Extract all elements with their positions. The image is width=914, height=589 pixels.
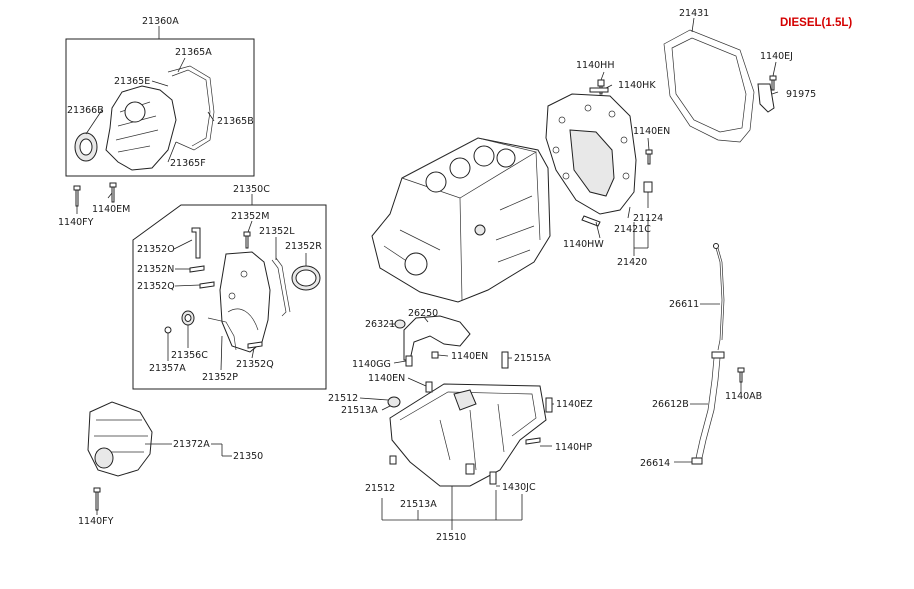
label-21515A[interactable]: 21515A (514, 353, 551, 364)
label-91975[interactable]: 91975 (786, 89, 816, 100)
label-26250[interactable]: 26250 (408, 308, 438, 319)
label-21372A[interactable]: 21372A (173, 439, 210, 450)
label-21420[interactable]: 21420 (617, 257, 647, 268)
oil-level-gauge-group (674, 243, 745, 465)
label-21365A[interactable]: 21365A (175, 47, 212, 58)
label-1140EJ[interactable]: 1140EJ (760, 51, 793, 62)
label-1140EN-strainer[interactable]: 1140EN (451, 351, 488, 362)
label-21352N[interactable]: 21352N (137, 264, 174, 275)
label-21365F[interactable]: 21365F (170, 158, 206, 169)
label-21512-lower[interactable]: 21512 (365, 483, 395, 494)
timing-cover-upper-group (65, 26, 255, 214)
timing-cover-lower-group (87, 401, 232, 515)
label-21512-upper[interactable]: 21512 (328, 393, 358, 404)
label-1140FY-upper[interactable]: 1140FY (58, 217, 94, 228)
label-1140EM[interactable]: 1140EM (92, 204, 130, 215)
label-21421C[interactable]: 21421C (614, 224, 651, 235)
group-box-21360A (65, 38, 255, 177)
group-box-21350C (132, 204, 327, 390)
label-1140EN-pan[interactable]: 1140EN (368, 373, 405, 384)
label-21510[interactable]: 21510 (436, 532, 466, 543)
part-number-labels: 21360A 21365A 21365E 21366B 21365B 21365… (58, 8, 816, 543)
oil-pan-group (359, 377, 554, 530)
label-21357A[interactable]: 21357A (149, 363, 186, 374)
label-1140EZ[interactable]: 1140EZ (556, 399, 593, 410)
label-21352P[interactable]: 21352P (202, 372, 238, 383)
flywheel-housing-group (545, 17, 779, 256)
label-21356C[interactable]: 21356C (171, 350, 208, 361)
label-26612B[interactable]: 26612B (652, 399, 689, 410)
label-1140AB[interactable]: 1140AB (725, 391, 762, 402)
label-21513A-upper[interactable]: 21513A (341, 405, 378, 416)
label-21431[interactable]: 21431 (679, 8, 709, 19)
label-21352Q-lower[interactable]: 21352Q (236, 359, 274, 370)
label-21350C[interactable]: 21350C (233, 184, 270, 195)
label-1140GG[interactable]: 1140GG (352, 359, 391, 370)
label-1140HW[interactable]: 1140HW (563, 239, 604, 250)
label-21352Q-upper[interactable]: 21352Q (137, 281, 175, 292)
label-21350[interactable]: 21350 (233, 451, 263, 462)
label-21352O[interactable]: 21352O (137, 244, 175, 255)
label-21360A[interactable]: 21360A (142, 16, 179, 27)
label-26614[interactable]: 26614 (640, 458, 670, 469)
label-1140HK[interactable]: 1140HK (618, 80, 656, 91)
label-1140FY-lower[interactable]: 1140FY (78, 516, 114, 527)
label-21352L[interactable]: 21352L (259, 226, 295, 237)
timing-back-cover-group (132, 194, 327, 390)
label-26611[interactable]: 26611 (669, 299, 699, 310)
label-1430JC[interactable]: 1430JC (502, 482, 536, 493)
timing-back-cover-plate (219, 251, 271, 353)
label-26321[interactable]: 26321 (365, 319, 395, 330)
label-21365E[interactable]: 21365E (114, 76, 150, 87)
diagram-title: DIESEL(1.5L) (780, 17, 852, 29)
label-21352M[interactable]: 21352M (231, 211, 269, 222)
label-21513A-lower[interactable]: 21513A (400, 499, 437, 510)
label-1140HP[interactable]: 1140HP (555, 442, 592, 453)
oil-strainer-group (389, 315, 512, 369)
oil-pan (389, 383, 547, 487)
timing-cover-upper (105, 85, 177, 171)
cylinder-block (371, 137, 551, 303)
flywheel-housing-gasket (663, 29, 755, 143)
label-1140HH[interactable]: 1140HH (576, 60, 614, 71)
label-21124[interactable]: 21124 (633, 213, 663, 224)
label-21366B[interactable]: 21366B (67, 105, 104, 116)
label-21352R[interactable]: 21352R (285, 241, 322, 252)
label-21365B[interactable]: 21365B (217, 116, 254, 127)
label-1140EN-housing[interactable]: 1140EN (633, 126, 670, 137)
